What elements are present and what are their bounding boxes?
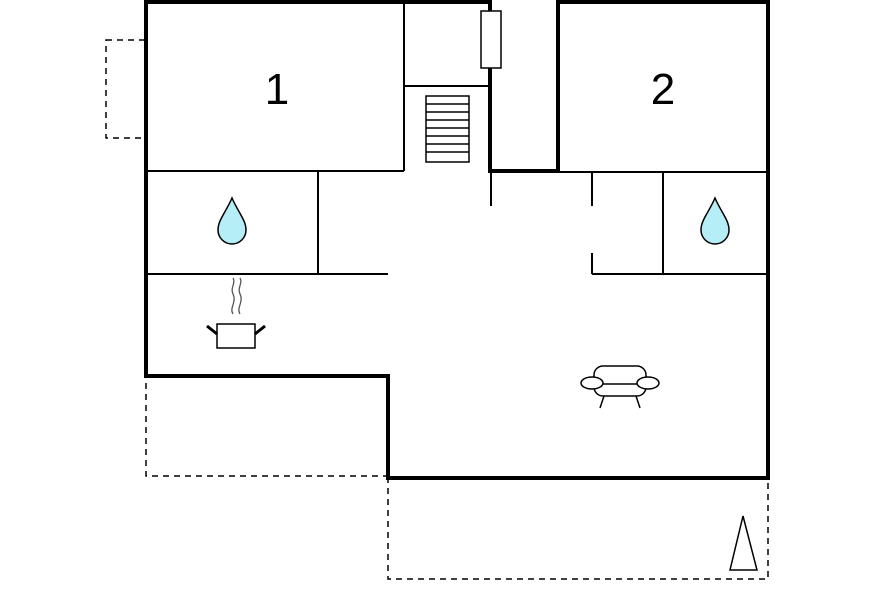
balcony-left bbox=[105, 39, 147, 139]
water-drop-icon bbox=[700, 196, 730, 245]
water-drop-icon bbox=[217, 196, 247, 245]
sofa-icon bbox=[580, 365, 660, 409]
outer-wall bbox=[144, 0, 770, 480]
north-arrow-icon bbox=[729, 515, 758, 571]
stairs-icon bbox=[425, 95, 470, 163]
room-label-2: 2 bbox=[651, 65, 675, 114]
terrace-open bbox=[387, 477, 769, 580]
room-label-1: 1 bbox=[265, 65, 289, 114]
cooking-pot-icon bbox=[206, 277, 266, 349]
terrace-covered bbox=[145, 375, 389, 477]
chimney bbox=[480, 10, 502, 69]
